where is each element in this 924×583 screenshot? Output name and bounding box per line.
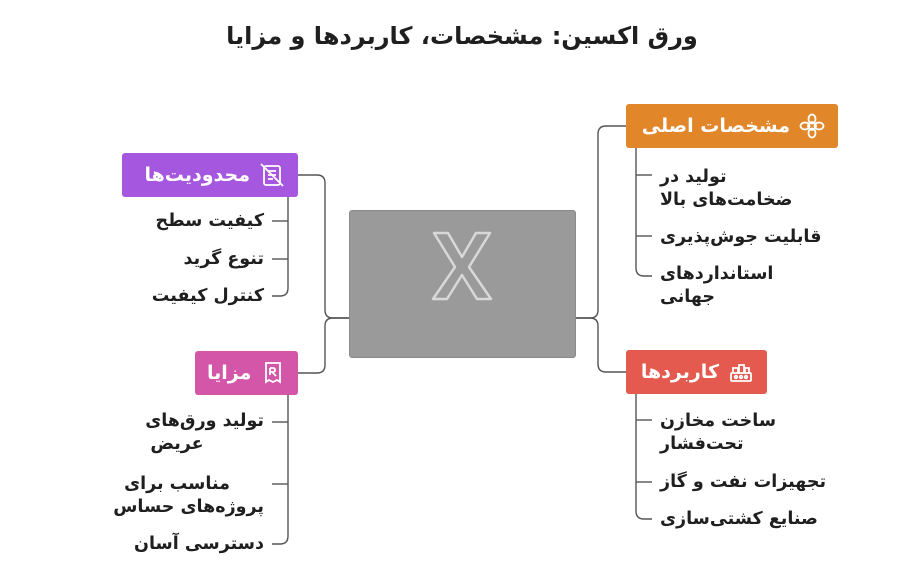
link-benefits — [298, 317, 349, 374]
benefits-item: تولید ورق‌های عریض — [145, 411, 264, 454]
factory-icon — [727, 358, 755, 386]
link-specs — [574, 125, 626, 319]
uses-item: ساخت مخازن تحت‌فشار — [660, 411, 777, 454]
uses-item: تجهیزات نفت و گاز — [660, 472, 827, 492]
bracket-specs — [635, 148, 652, 277]
specs-label: مشخصات اصلی — [641, 115, 790, 137]
specs-header: مشخصات اصلی — [626, 104, 838, 148]
center-label: ورق اکسین — [414, 527, 511, 547]
uses-item: صنایع کشتی‌سازی — [660, 509, 818, 529]
benefits-item: مناسب برای پروژه‌های حساس — [113, 474, 264, 517]
specs-item: تولید در ضخامت‌های بالا — [660, 167, 793, 210]
bracket-uses — [635, 394, 652, 520]
no-edit-icon — [258, 161, 286, 189]
benefits-item: دسترسی آسان — [134, 534, 264, 554]
bracket-limits — [272, 197, 289, 297]
link-uses — [574, 317, 626, 373]
limits-item: کنترل کیفیت — [151, 286, 264, 306]
diagram-title: ورق اکسین: مشخصات، کاربردها و مزایا — [226, 22, 698, 50]
receipt-icon — [259, 359, 286, 387]
link-limits — [298, 174, 349, 319]
flower-icon — [798, 112, 826, 140]
specs-item: استانداردهای جهانی — [660, 264, 774, 307]
limits-header: محدودیت‌ها — [122, 153, 298, 197]
benefits-label: مزایا — [207, 362, 252, 384]
benefits-header: مزایا — [195, 351, 298, 395]
specs-item: قابلیت جوش‌پذیری — [660, 227, 822, 247]
limits-label: محدودیت‌ها — [144, 164, 250, 186]
limits-item: کیفیت سطح — [155, 211, 264, 231]
limits-item: تنوع گرید — [183, 249, 264, 269]
uses-header: کاربردها — [626, 350, 767, 394]
center-node: ورق اکسین — [349, 210, 576, 547]
uses-label: کاربردها — [640, 361, 719, 383]
bracket-benefits — [272, 395, 289, 545]
x-mark-icon — [431, 231, 493, 301]
